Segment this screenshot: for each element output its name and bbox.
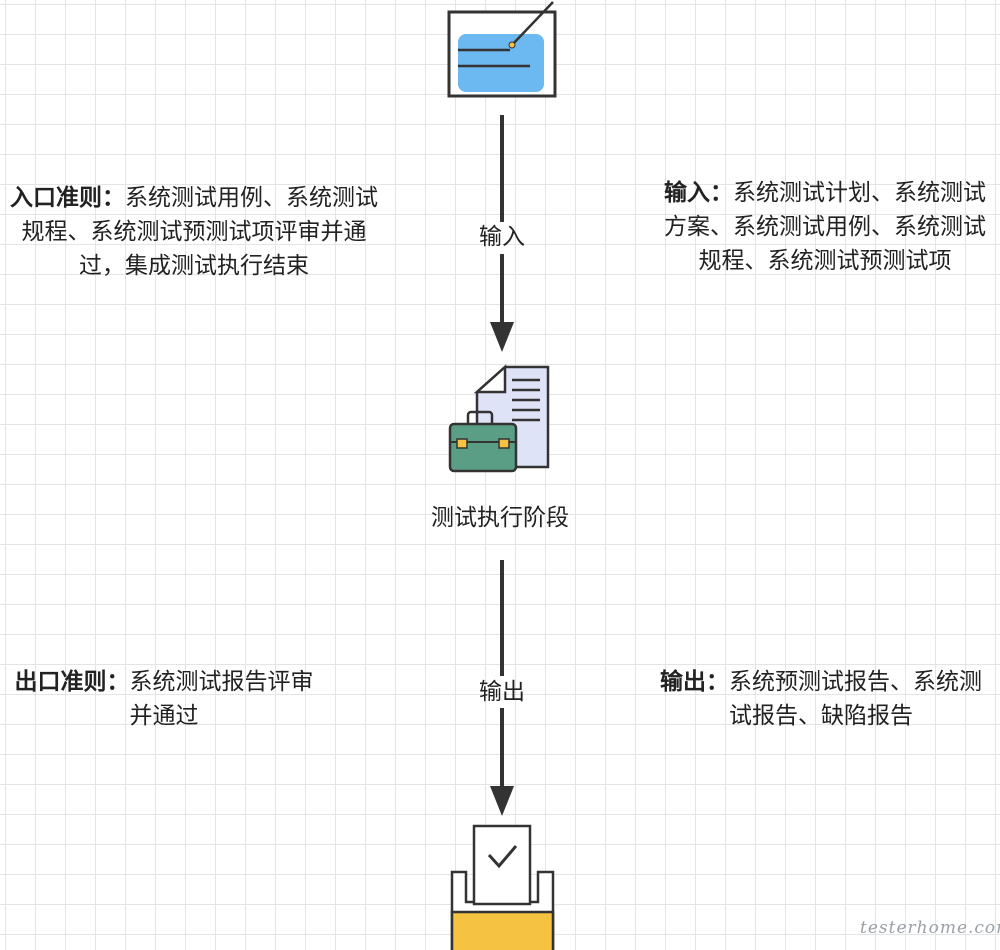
exit-criteria-body: 系统测试报告评审并通过 [129, 669, 314, 729]
input-heading: 输入： [664, 180, 733, 206]
briefcase-document-icon [448, 364, 550, 473]
output-arrow [490, 560, 514, 816]
output-note: 输出：系统预测试报告、系统测试报告、缺陷报告 [658, 665, 984, 733]
entry-criteria-heading: 入口准则： [10, 185, 125, 211]
ballot-box-check-icon [450, 824, 555, 950]
output-body: 系统预测试报告、系统测试报告、缺陷报告 [729, 669, 982, 729]
input-body: 系统测试计划、系统测试方案、系统测试用例、系统测试规程、系统测试预测试项 [664, 180, 986, 274]
entry-criteria-body: 系统测试用例、系统测试规程、系统测试预测试项评审并通过，集成测试执行结束 [21, 185, 379, 279]
exit-criteria-heading: 出口准则： [14, 669, 130, 695]
input-arrow-label: 输入 [479, 224, 525, 250]
watermark: testerhome.com [860, 918, 1000, 938]
exit-criteria-note: 出口准则：系统测试报告评审并通过 [4, 665, 324, 733]
output-arrow-label: 输出 [479, 679, 525, 705]
stage-label: 测试执行阶段 [431, 505, 569, 531]
entry-criteria-note: 入口准则：系统测试用例、系统测试规程、系统测试预测试项评审并通过，集成测试执行结… [4, 181, 384, 283]
output-heading: 输出： [660, 669, 729, 695]
input-note: 输入：系统测试计划、系统测试方案、系统测试用例、系统测试规程、系统测试预测试项 [658, 176, 992, 278]
planning-board-icon [447, 1, 557, 98]
input-arrow [490, 115, 514, 352]
